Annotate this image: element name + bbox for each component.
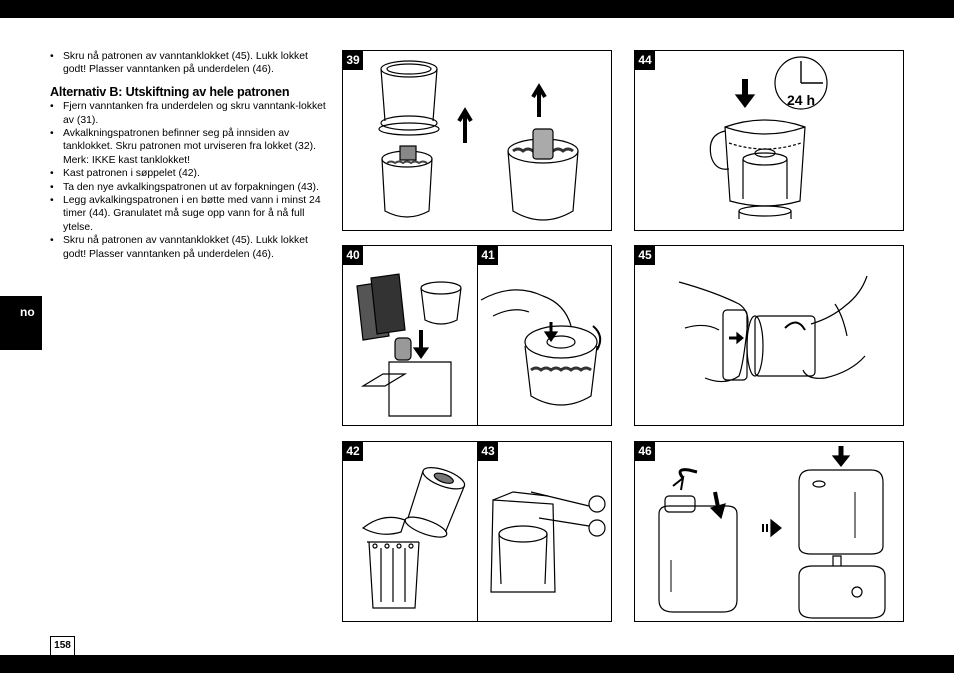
clock-icon: [774, 56, 828, 110]
figure-40-41-panel: 40 41: [342, 245, 612, 426]
panel-divider: [477, 246, 478, 425]
figure-44-illustration: [709, 56, 828, 219]
panel-divider: [477, 442, 478, 621]
list-item: Skru nå patronen av vanntanklokket (45).…: [50, 50, 330, 77]
figure-46-illustration: [658, 446, 886, 619]
section-heading: Alternativ B: Utskiftning av hele patron…: [50, 84, 290, 99]
list-item: Kast patronen i søppelet (42).: [50, 167, 330, 181]
figure-42-43-panel: 42 43: [342, 441, 612, 622]
language-tab: no: [0, 296, 42, 350]
top-bar: [0, 0, 954, 18]
clock-duration-label: 24 h: [787, 92, 816, 108]
figure-number: 41: [478, 246, 498, 265]
intro-list: Skru nå patronen av vanntanklokket (45).…: [50, 50, 330, 77]
figure-number: 40: [343, 246, 363, 265]
list-item: Legg avkalkingspatronen i en bøtte med v…: [50, 194, 330, 234]
figure-number: 46: [635, 442, 655, 461]
figure-42-43-illustration: [361, 467, 606, 609]
figure-45-panel: 45: [634, 245, 904, 426]
figure-number: 39: [343, 51, 363, 70]
list-item: Ta den nye avkalkingspatronen ut av forp…: [50, 181, 330, 195]
list-item: Fjern vanntanken fra underdelen og skru …: [50, 100, 330, 127]
figure-number: 44: [635, 51, 655, 70]
section-list: Fjern vanntanken fra underdelen og skru …: [50, 100, 330, 261]
page-number: 158: [50, 636, 75, 655]
list-item: Avkalkningspatronen befinner seg på inns…: [50, 127, 330, 167]
figure-46-panel: 46: [634, 441, 904, 622]
figure-39-panel: 39: [342, 50, 612, 231]
figure-45-illustration: [678, 275, 868, 383]
bottom-bar: [0, 655, 954, 673]
figure-number: 43: [478, 442, 498, 461]
figure-number: 42: [343, 442, 363, 461]
figure-44-panel: 44 24 h: [634, 50, 904, 231]
instructions-column: Skru nå patronen av vanntanklokket (45).…: [50, 50, 330, 261]
figure-39-illustration: [378, 60, 579, 221]
figure-number: 45: [635, 246, 655, 265]
figure-40-41-illustration: [356, 273, 602, 417]
list-item: Skru nå patronen av vanntanklokket (45).…: [50, 234, 330, 261]
